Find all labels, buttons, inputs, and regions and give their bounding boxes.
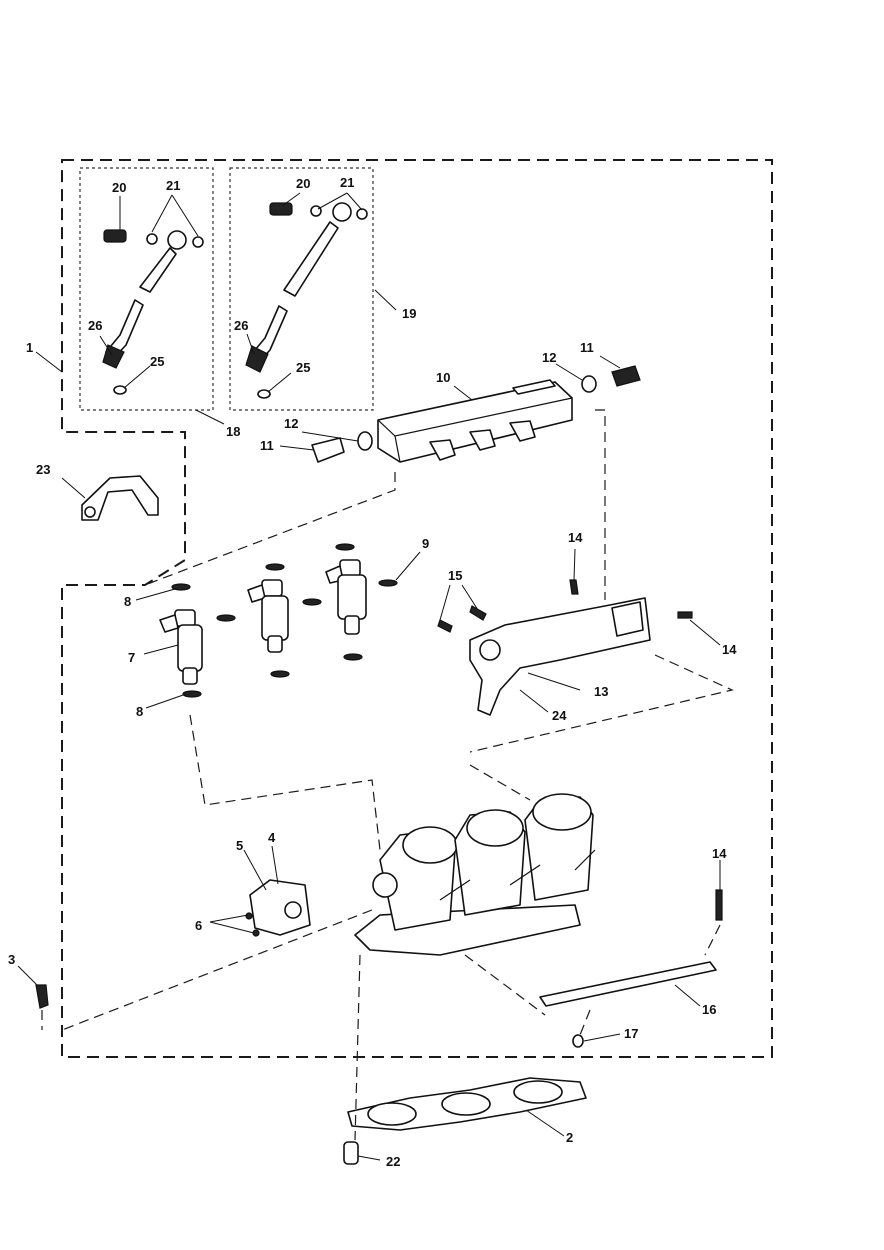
callout-14b: 14 [722, 642, 737, 657]
callout-14c: 14 [712, 846, 727, 861]
o-rings [171, 543, 398, 698]
injector-2 [247, 579, 289, 653]
callout-26b: 26 [234, 318, 248, 333]
callout-12b: 12 [284, 416, 298, 431]
callout-9: 9 [422, 536, 429, 551]
gasket [347, 1077, 587, 1131]
callout-10: 10 [436, 370, 450, 385]
rail-16 [539, 961, 717, 1048]
callout-2: 2 [566, 1130, 573, 1145]
callout-15: 15 [448, 568, 462, 583]
callout-14a: 14 [568, 530, 583, 545]
callout-4: 4 [268, 830, 276, 845]
callout-21a: 21 [166, 178, 180, 193]
callout-25a: 25 [150, 354, 164, 369]
screw-3 [35, 984, 49, 1009]
throttle-body-assembly [354, 793, 596, 956]
callout-8b: 8 [136, 704, 143, 719]
callout-5: 5 [236, 838, 243, 853]
hose-kit-box-19 [229, 167, 374, 411]
callout-18: 18 [226, 424, 240, 439]
callout-22: 22 [386, 1154, 400, 1169]
fuel-rail [377, 379, 573, 463]
callout-26a: 26 [88, 318, 102, 333]
guide-lines [41, 409, 734, 1141]
callout-11a: 11 [580, 340, 594, 355]
callouts: 1 2 3 4 5 6 7 8 8 9 10 11 11 12 12 13 14… [8, 175, 737, 1169]
injector-1 [159, 609, 203, 685]
callout-3: 3 [8, 952, 15, 967]
callout-23: 23 [36, 462, 50, 477]
end-cap-left [311, 431, 373, 463]
callout-13: 13 [594, 684, 608, 699]
assembly-boundary [61, 159, 773, 1058]
callout-6: 6 [195, 918, 202, 933]
callout-12a: 12 [542, 350, 556, 365]
callout-7: 7 [128, 650, 135, 665]
leader-lines [17, 192, 721, 1161]
callout-25b: 25 [296, 360, 310, 375]
bracket [81, 475, 159, 521]
hose-assembly-18 [102, 229, 204, 395]
dowel [343, 1141, 359, 1165]
callout-1: 1 [26, 340, 33, 355]
throttle-position-sensor [245, 879, 311, 937]
callout-8a: 8 [124, 594, 131, 609]
screws [437, 579, 723, 921]
hose-assembly-19 [245, 202, 368, 399]
callout-17: 17 [624, 1026, 638, 1041]
support-bracket [469, 597, 651, 716]
callout-16: 16 [702, 1002, 716, 1017]
end-cap-right [581, 365, 641, 393]
callout-21b: 21 [340, 175, 354, 190]
callout-20b: 20 [296, 176, 310, 191]
injector-3 [325, 559, 367, 635]
callout-20a: 20 [112, 180, 126, 195]
hose-kit-box-18 [79, 167, 214, 411]
callout-24: 24 [552, 708, 567, 723]
callout-19: 19 [402, 306, 416, 321]
callout-11b: 11 [260, 438, 274, 453]
